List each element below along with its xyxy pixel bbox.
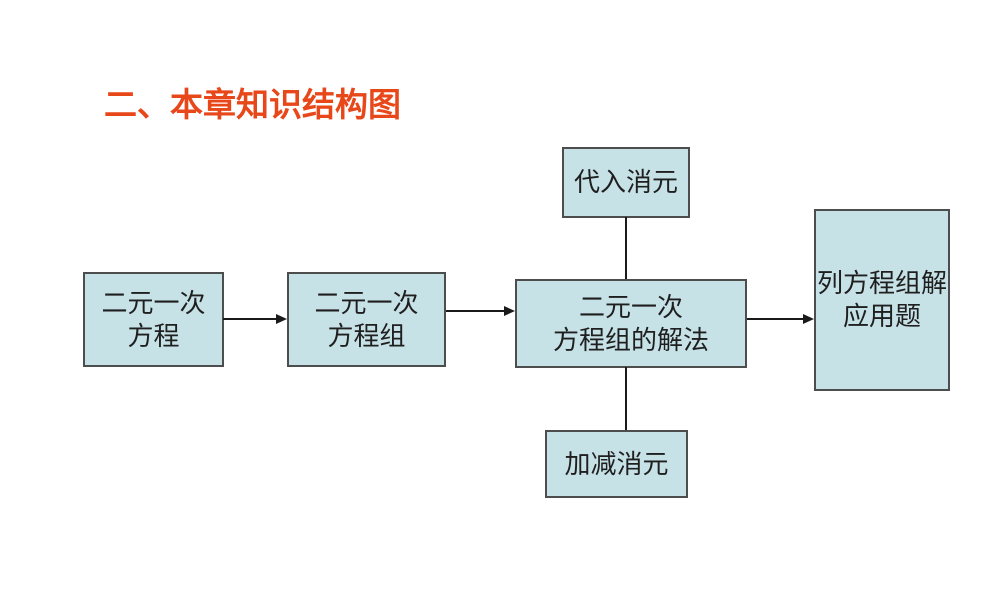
- slide-title: 二、本章知识结构图: [104, 88, 401, 124]
- connector-substitution-to-solving: [625, 217, 627, 279]
- node-label-line: 二元一次: [578, 292, 683, 322]
- arrow-right-icon: [803, 314, 814, 324]
- node-label-line: 方程组的解法: [552, 325, 709, 355]
- arrow-right-icon: [276, 314, 287, 324]
- arrow-system-to-solving: [446, 310, 505, 312]
- node-label-line: 二元一次: [314, 288, 419, 318]
- node-linear-equation: 二元一次 方程: [83, 272, 224, 367]
- node-label-line: 列方程组解: [816, 269, 947, 298]
- node-word-problems: 列方程组解 应用题: [814, 209, 950, 391]
- node-label-line: 方程: [127, 321, 180, 351]
- node-label-line: 代入消元: [573, 168, 678, 197]
- node-solving-methods: 二元一次 方程组的解法: [515, 279, 747, 368]
- node-label-line: 二元一次: [101, 288, 206, 318]
- arrow-equation-to-system: [223, 318, 277, 320]
- arrow-solving-to-application: [747, 318, 804, 320]
- node-substitution-elimination: 代入消元: [562, 147, 690, 218]
- node-label-line: 加减消元: [564, 449, 669, 479]
- node-addition-subtraction-elimination: 加减消元: [545, 430, 688, 498]
- node-equation-system: 二元一次 方程组: [287, 272, 446, 367]
- connector-elimination-to-solving: [625, 367, 627, 430]
- arrow-right-icon: [504, 306, 515, 316]
- node-label-line: 应用题: [842, 302, 921, 331]
- node-label-line: 方程组: [327, 321, 406, 351]
